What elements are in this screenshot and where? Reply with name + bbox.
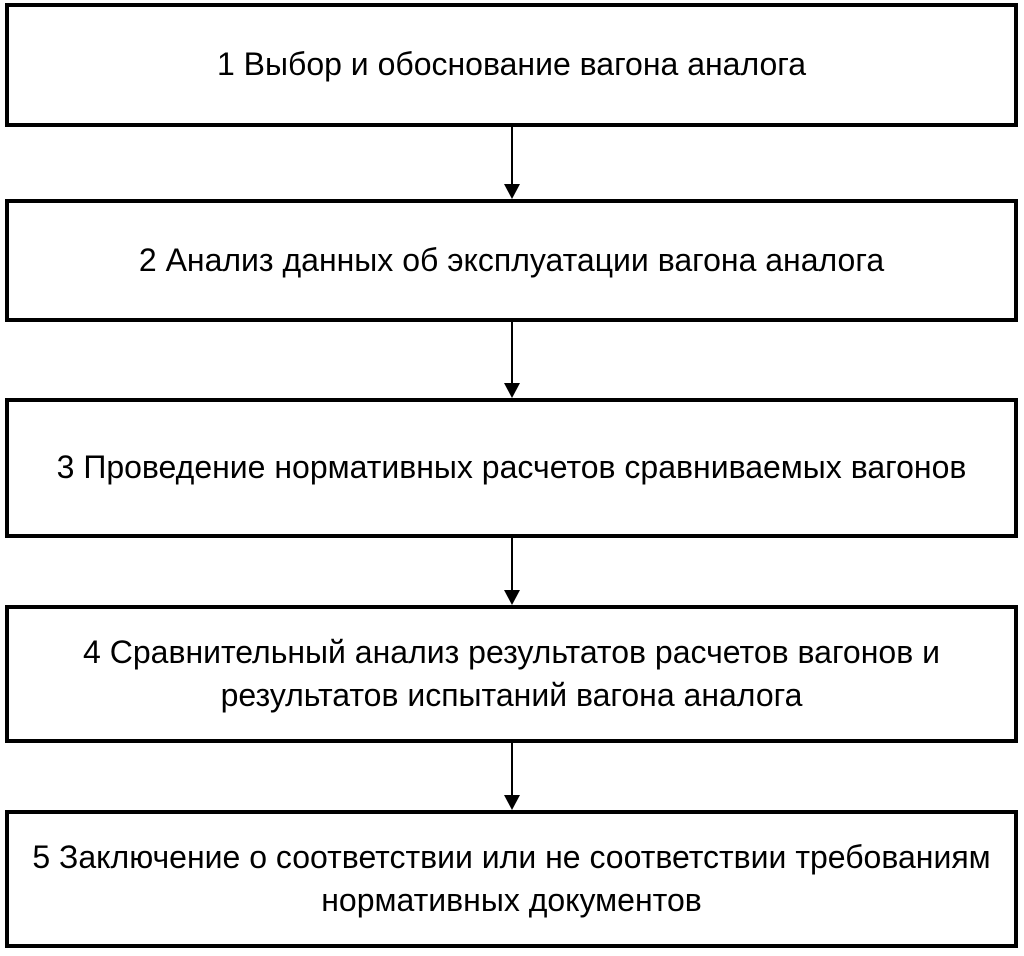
flow-step-3-label: 3 Проведение нормативных расчетов сравни… bbox=[56, 449, 967, 486]
flow-step-4-label: 4 Сравнительный анализ результатов расче… bbox=[83, 633, 940, 713]
flow-step-2: 2 Анализ данных об эксплуатации вагона а… bbox=[5, 199, 1018, 322]
connector-arrow-3 bbox=[504, 538, 520, 605]
arrow-line bbox=[511, 322, 513, 383]
flow-step-1: 1 Выбор и обоснование вагона аналога bbox=[5, 3, 1018, 127]
arrow-line bbox=[511, 538, 513, 590]
flow-step-1-label: 1 Выбор и обоснование вагона аналога bbox=[216, 46, 807, 83]
arrow-line bbox=[511, 743, 513, 795]
flow-step-5: 5 Заключение о соответствии или не соотв… bbox=[5, 810, 1018, 948]
connector-arrow-4 bbox=[504, 743, 520, 810]
connector-arrow-2 bbox=[504, 322, 520, 398]
flow-step-5-label: 5 Заключение о соответствии или не соотв… bbox=[32, 838, 991, 918]
arrow-head-down-icon bbox=[504, 184, 520, 199]
arrow-head-down-icon bbox=[504, 383, 520, 398]
flow-step-3: 3 Проведение нормативных расчетов сравни… bbox=[5, 398, 1018, 538]
flow-step-4: 4 Сравнительный анализ результатов расче… bbox=[5, 605, 1018, 743]
arrow-head-down-icon bbox=[504, 590, 520, 605]
flow-step-2-label: 2 Анализ данных об эксплуатации вагона а… bbox=[138, 241, 885, 278]
arrow-line bbox=[511, 127, 513, 184]
connector-arrow-1 bbox=[504, 127, 520, 199]
arrow-head-down-icon bbox=[504, 795, 520, 810]
